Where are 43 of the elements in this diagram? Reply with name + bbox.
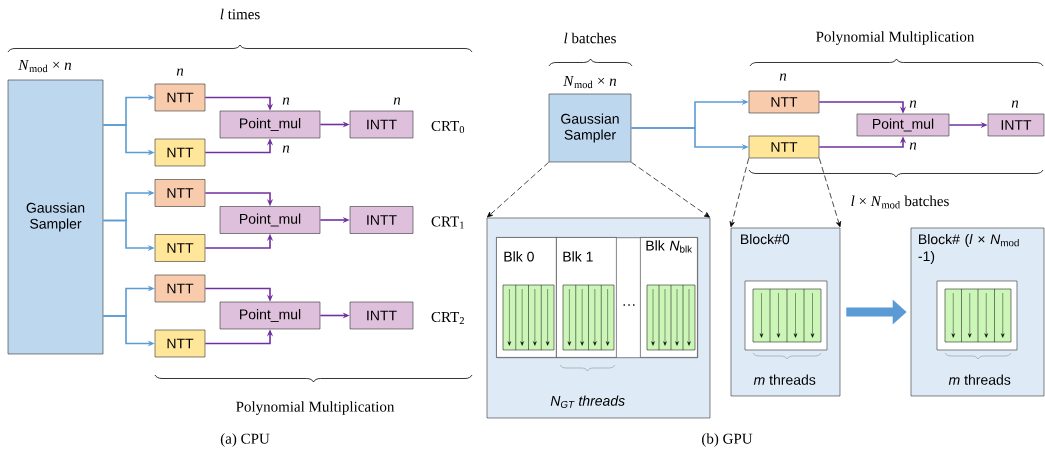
- dimension-label: n: [393, 97, 401, 105]
- process-box: Point_mul: [219, 110, 321, 139]
- crt-label: CRT$_{2}$: [431, 311, 464, 325]
- dashed-arrow: [729, 157, 750, 228]
- process-box: NTT: [748, 135, 820, 159]
- process-box: Point_mul: [219, 301, 321, 330]
- brace-label: Polynomial Multiplication: [816, 31, 975, 45]
- dimension-label: n: [282, 145, 290, 153]
- process-box: NTT: [154, 138, 206, 167]
- process-box: NTT: [748, 90, 820, 114]
- dashed-arrow: [487, 161, 550, 218]
- dimension-label: n: [1011, 100, 1019, 108]
- sampler-box: Gaussian Sampler: [548, 93, 632, 163]
- dashed-arrow: [818, 157, 841, 228]
- crt-label: CRT$_{1}$: [431, 216, 464, 229]
- process-box: Point_mul: [219, 206, 321, 234]
- brace-label: l times: [220, 8, 260, 20]
- process-box: NTT: [154, 274, 206, 303]
- process-box: INTT: [349, 206, 414, 234]
- caption: (a) CPU: [220, 433, 270, 447]
- crt-label: CRT$_{0}$: [431, 120, 465, 134]
- brace-label: l × N$_{mod}$ batches: [851, 195, 949, 209]
- brace-label: l batches: [564, 32, 616, 44]
- dimension-label: n: [909, 100, 917, 108]
- process-box: NTT: [154, 329, 206, 358]
- process-box: NTT: [154, 83, 206, 112]
- dimension-label: n: [282, 97, 290, 105]
- size-label: N$_{mod}$ × n: [563, 75, 617, 89]
- process-box: NTT: [154, 234, 206, 262]
- dashed-arrow: [630, 161, 710, 218]
- dimension-label: n: [176, 68, 184, 76]
- dimension-label: n: [909, 142, 917, 150]
- size-label: N$_{mod}$ × n: [18, 59, 72, 73]
- process-box: INTT: [349, 301, 414, 330]
- process-box: INTT: [349, 110, 414, 139]
- caption: (b) GPU: [702, 433, 753, 447]
- brace-label: Polynomial Multiplication: [236, 401, 395, 415]
- process-box: NTT: [154, 179, 206, 207]
- dimension-label: n: [779, 73, 787, 81]
- process-box: Point_mul: [856, 113, 950, 137]
- ellipsis: …: [623, 304, 635, 306]
- sampler-box: Gaussian Sampler: [7, 79, 104, 355]
- process-box: INTT: [987, 113, 1045, 137]
